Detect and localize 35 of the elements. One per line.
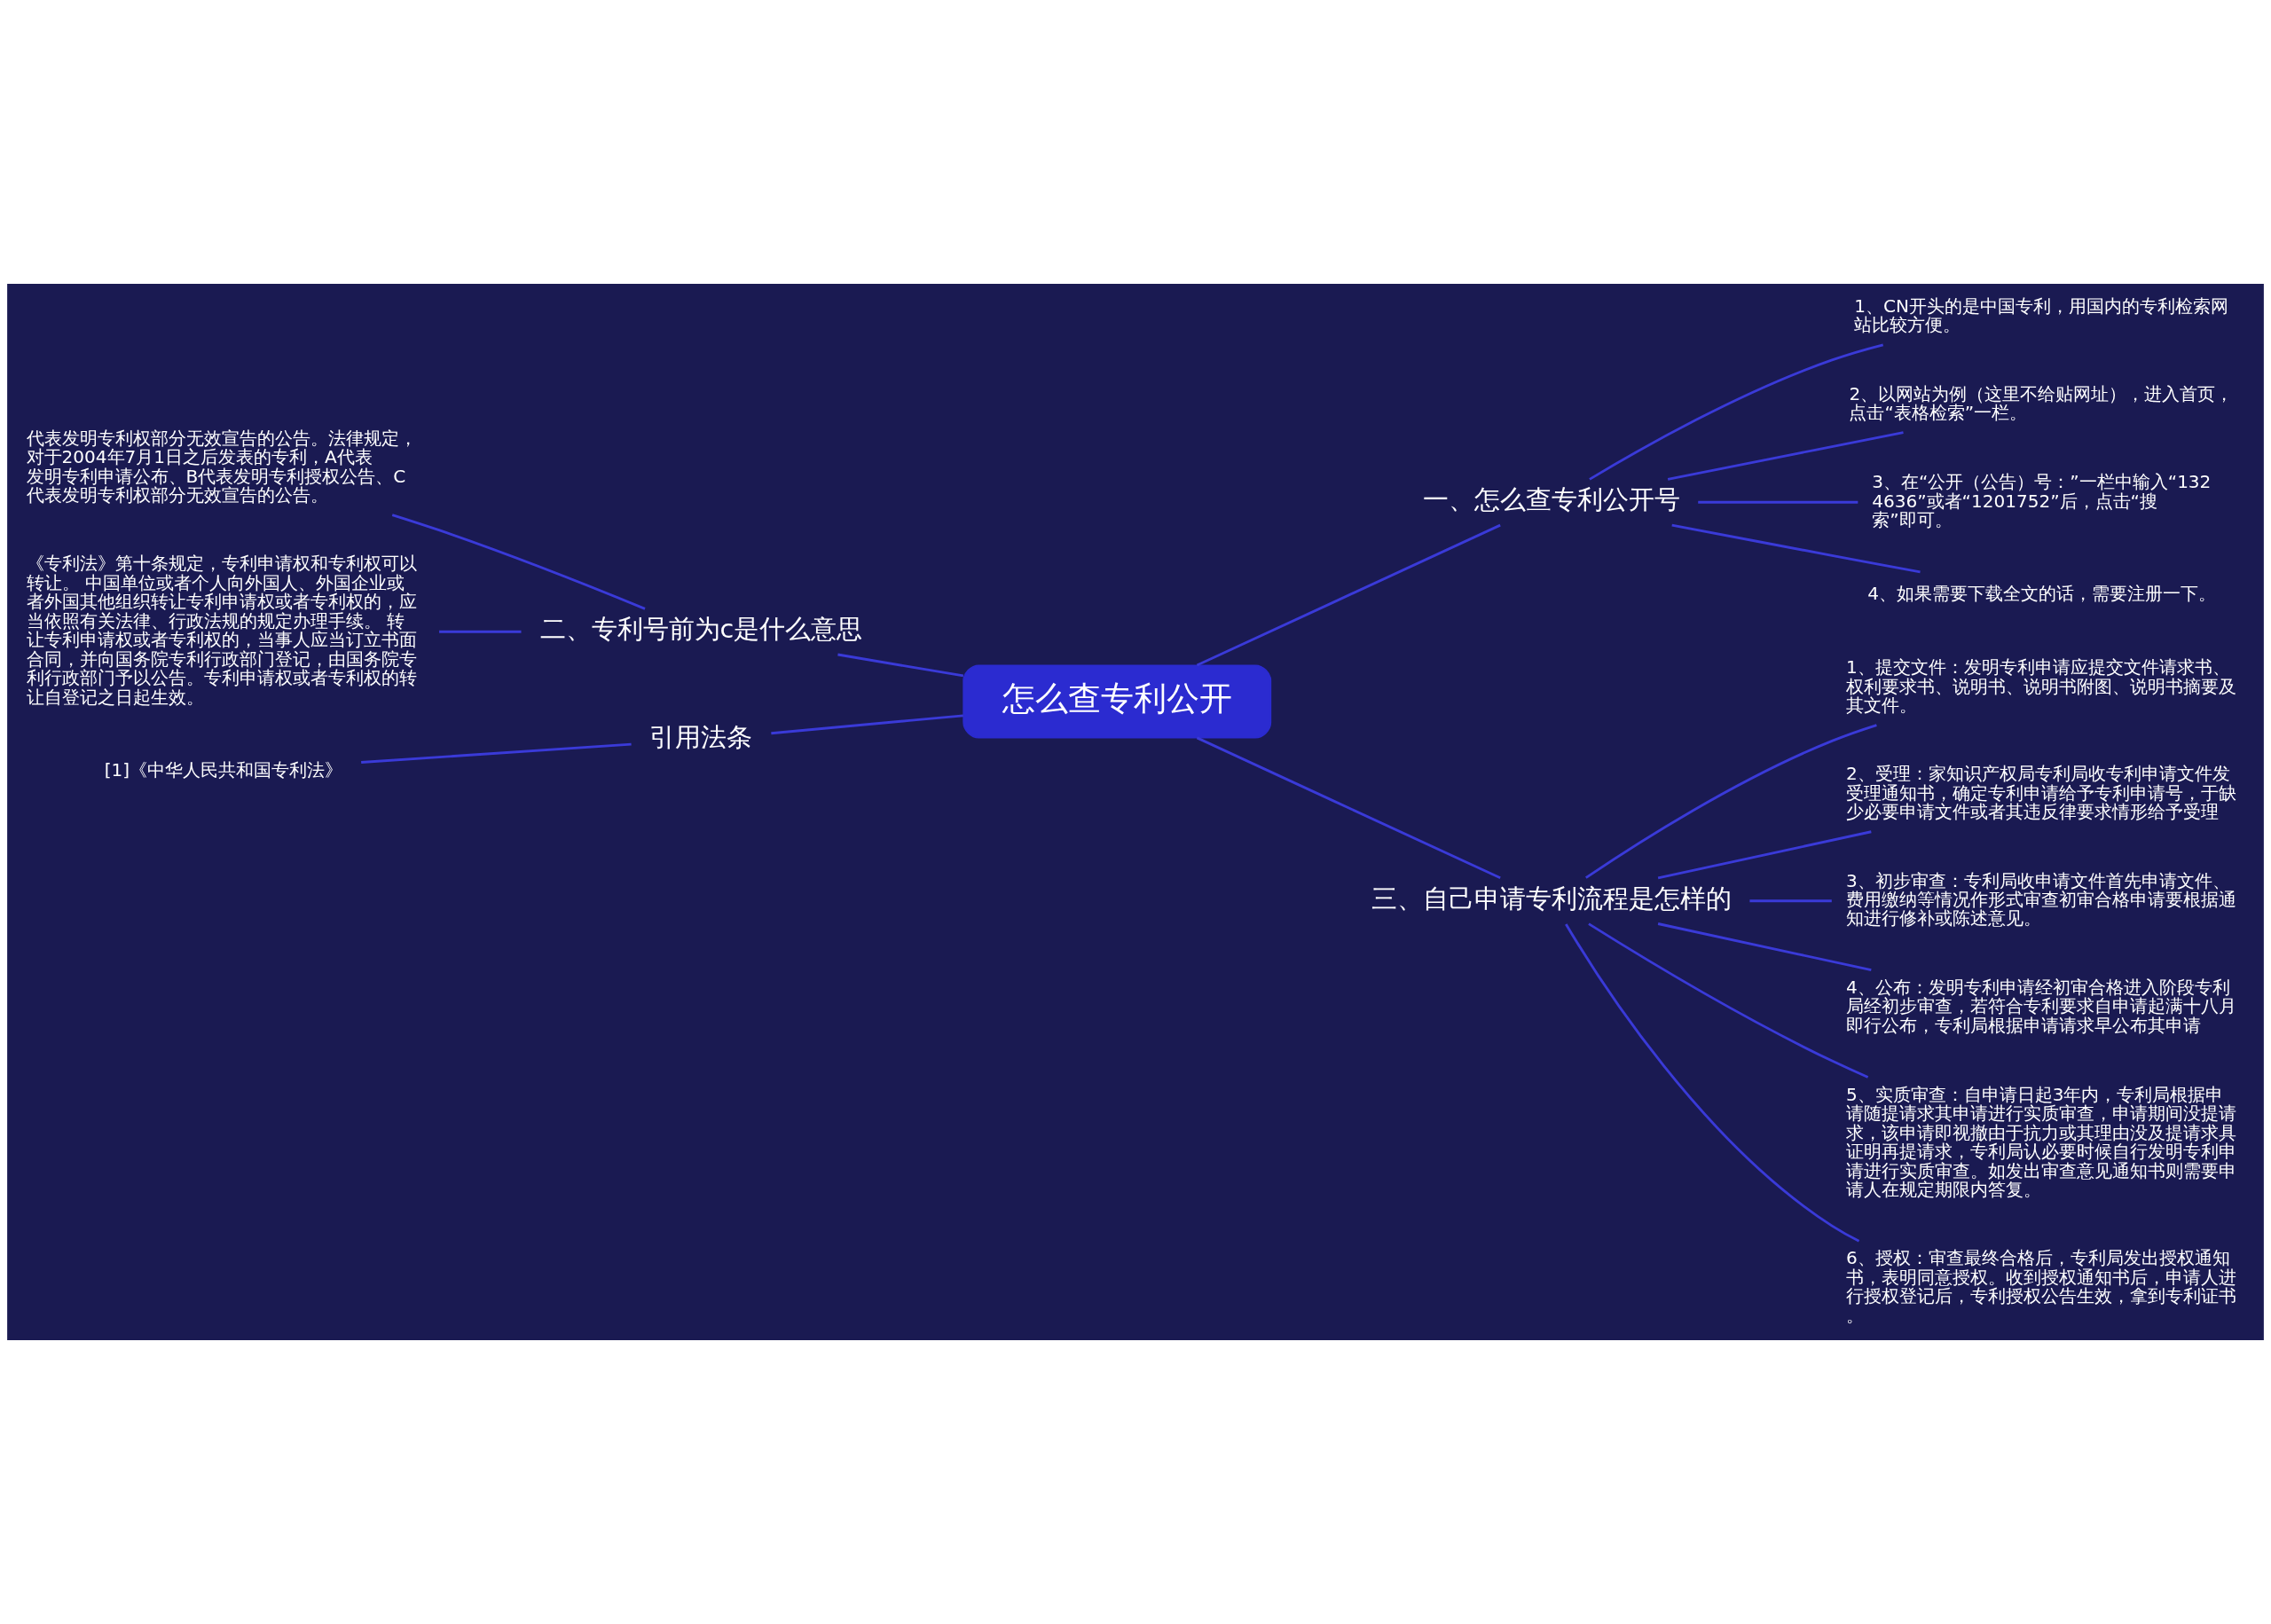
connector: [1196, 736, 1501, 880]
node-text: 一、怎么查专利公开号: [1422, 484, 1680, 515]
node-text: 1、CN开头的是中国专利，用国内的专利检索网站比较方便。: [1854, 294, 2228, 336]
connector: [1698, 500, 1858, 504]
node-text: 代表发明专利权部分无效宣告的公告。法律规定，对于2004年7月1日之后发表的专利，A代表发明专利申请公布、B代表发明专利授权公告、C代表发明专利权部分无效宣告的公告。: [26, 427, 417, 506]
connector: [771, 714, 963, 735]
connector: [1667, 431, 1904, 481]
node-text: 二、专利号前为c是什么意思: [539, 614, 863, 645]
connector: [837, 653, 964, 678]
connector: [1657, 830, 1872, 880]
node-text: 《专利法》第十条规定，专利申请权和专利权可以转让。 中国单位或者个人向外国人、外国企业或者外国其他组织转让专利申请权或者专利权的，应当依照有关法律、行政法规的规定办理手续。 转让专利申请权或者专利权的，当事人应当订立书面合同，并向国务院专利行政部门登记，由国务院专利行政部门予以公告。专利申请权或者专利权的转让自登记之日起生效。: [26, 553, 417, 708]
node-box: 怎么查专利公开: [963, 664, 1272, 739]
node-text: 3、初步审查：专利局收申请文件首先申请文件、费用缴纳等情况作形式审查初审合格申请要根据通知进行修补或陈述意见。: [1845, 869, 2236, 930]
node-text: 引用法条: [649, 722, 753, 753]
connector: [361, 742, 632, 764]
node-text: 3、在“公开（公告）号：”一栏中输入“1324636”或者“1201752”后，点击“搜索”即可。: [1872, 471, 2212, 530]
connector: [439, 630, 522, 633]
connector: [1671, 523, 1921, 574]
node-text: 2、受理：家知识产权局专利局收专利申请文件发受理通知书，确定专利申请给予专利申请号，于缺少必要申请文件或者其违反律要求情形给予受理: [1845, 763, 2236, 823]
connector: [1657, 922, 1872, 972]
connector: [1589, 343, 1884, 481]
connector: [1585, 724, 1877, 879]
connector: [1588, 922, 1869, 1079]
node-text: 4、如果需要下载全文的话，需要注册一下。: [1867, 583, 2216, 605]
node-text: 5、实质审查：自申请日起3年内，专利局根据申请随提请求其申请进行实质审查，申请期间没提请求，该申请即视撤由于抗力或其理由没及提请求具证明再提请求，专利局认必要时候自行发明专利申请进行实质审查。如发出审查意见通知书则需要申请人在规定期限内答复。: [1845, 1083, 2236, 1201]
node-text: [1]《中华人民共和国专利法》: [104, 758, 342, 781]
node-text: 1、提交文件：发明专利申请应提交文件请求书、权利要求书、说明书、说明书附图、说明书摘要及其文件。: [1845, 656, 2236, 716]
connector: [1565, 923, 1860, 1243]
node-text: 4、公布：发明专利申请经初审合格进入阶段专利局经初步审查，若符合专利要求自申请起满十八月即行公布，专利局根据申请请求早公布其申请: [1845, 976, 2236, 1036]
node-text: 三、自己申请专利流程是怎样的: [1371, 883, 1732, 914]
node-text: 2、以网站为例（这里不给贴网址），进入首页，点击“表格检索”一栏。: [1849, 382, 2234, 424]
connector: [1749, 899, 1832, 903]
node-text: 6、授权：审查最终合格后，专利局发出授权通知书，表明同意授权。收到授权通知书后，申请人进行授权登记后，专利授权公告生效，拿到专利证书。: [1845, 1247, 2236, 1326]
connector: [391, 514, 646, 610]
connector: [1196, 523, 1501, 667]
